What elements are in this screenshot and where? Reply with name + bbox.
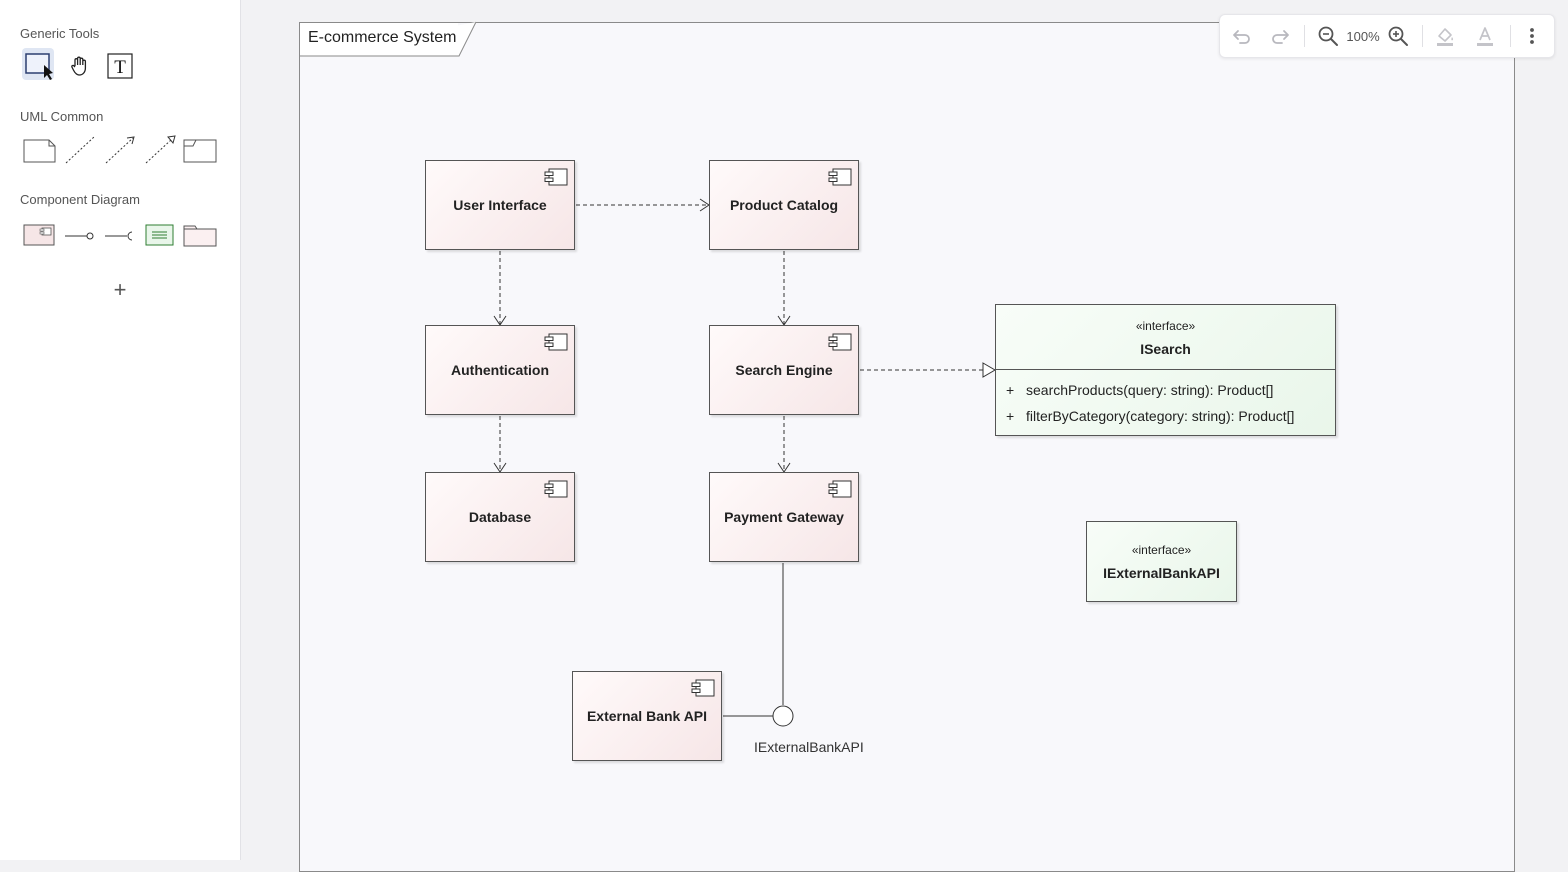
system-frame[interactable] bbox=[299, 22, 1515, 872]
toolbar-separator bbox=[1304, 25, 1305, 47]
interface-stereotype: «interface» bbox=[1131, 543, 1192, 557]
component-icon bbox=[544, 333, 568, 351]
method-signature: searchProducts(query: string): Product[] bbox=[1026, 382, 1274, 398]
interface-class-icon bbox=[145, 224, 174, 246]
component-icon bbox=[544, 168, 568, 186]
component-label: Search Engine bbox=[735, 362, 833, 378]
zoom-in-icon bbox=[1388, 26, 1408, 46]
zoom-level-text: 100% bbox=[1346, 28, 1380, 44]
component-label: External Bank API bbox=[586, 708, 708, 724]
font-color-button[interactable] bbox=[1473, 24, 1497, 48]
frame-title-tab bbox=[299, 21, 477, 57]
redo-button[interactable] bbox=[1268, 24, 1292, 48]
section-title-generic-tools: Generic Tools bbox=[20, 26, 100, 41]
component-icon bbox=[828, 168, 852, 186]
more-options-button[interactable] bbox=[1520, 24, 1544, 48]
zoom-out-button[interactable] bbox=[1316, 24, 1340, 48]
component-payment-gateway[interactable]: Payment Gateway bbox=[709, 472, 859, 562]
text-tool[interactable]: T bbox=[104, 50, 136, 82]
required-interface-tool[interactable] bbox=[104, 218, 136, 250]
association-arrow-icon bbox=[145, 135, 176, 164]
canvas-toolbar: 100% bbox=[1219, 14, 1555, 58]
dependency-tool[interactable] bbox=[104, 134, 136, 166]
zoom-level[interactable]: 100% bbox=[1344, 24, 1382, 48]
interface-name: ISearch bbox=[1140, 341, 1191, 357]
frame-title: E-commerce System bbox=[308, 29, 457, 46]
package-icon bbox=[183, 139, 217, 163]
dotted-line-icon bbox=[65, 136, 95, 164]
method-visibility: + bbox=[1006, 382, 1015, 398]
interface-method[interactable]: + filterByCategory(category: string): Pro… bbox=[1006, 408, 1294, 424]
line-tool[interactable] bbox=[64, 134, 96, 166]
svg-text:T: T bbox=[114, 57, 126, 78]
component-database[interactable]: Database bbox=[425, 472, 575, 562]
note-tool[interactable] bbox=[23, 134, 56, 166]
interface-tool[interactable] bbox=[144, 218, 176, 250]
toolbar-separator bbox=[1422, 25, 1423, 47]
interface-isearch[interactable]: «interface» ISearch + searchProducts(quer… bbox=[995, 304, 1336, 436]
fill-color-button[interactable] bbox=[1433, 24, 1457, 48]
component-label: Database bbox=[468, 509, 532, 525]
undo-button[interactable] bbox=[1230, 24, 1254, 48]
component-icon bbox=[544, 480, 568, 498]
provided-interface-tool[interactable] bbox=[64, 218, 96, 250]
hand-tool[interactable] bbox=[64, 50, 96, 82]
hand-icon bbox=[71, 56, 87, 76]
interface-iexternalbankapi[interactable]: «interface» IExternalBankAPI bbox=[1086, 521, 1237, 602]
component-label: Authentication bbox=[451, 362, 549, 378]
component-label: Payment Gateway bbox=[724, 509, 844, 525]
tool-palette: Generic Tools T UML Common bbox=[0, 0, 241, 860]
interface-name: IExternalBankAPI bbox=[1103, 565, 1220, 581]
component-user-interface[interactable]: User Interface bbox=[425, 160, 575, 250]
component-search-engine[interactable]: Search Engine bbox=[709, 325, 859, 415]
component-product-catalog[interactable]: Product Catalog bbox=[709, 160, 859, 250]
interface-divider bbox=[996, 369, 1335, 370]
interface-method[interactable]: + searchProducts(query: string): Product[… bbox=[1006, 382, 1273, 398]
socket-icon bbox=[105, 231, 133, 241]
component-package-tool[interactable] bbox=[183, 218, 217, 250]
component-icon bbox=[691, 679, 715, 697]
interface-stereotype: «interface» bbox=[1135, 319, 1196, 333]
undo-icon bbox=[1233, 30, 1250, 44]
selection-tool-icon bbox=[25, 53, 53, 80]
component-authentication[interactable]: Authentication bbox=[425, 325, 575, 415]
component-icon bbox=[23, 224, 55, 246]
lollipop-label: IExternalBankAPI bbox=[754, 739, 864, 755]
section-title-uml-common: UML Common bbox=[20, 109, 104, 124]
association-tool[interactable] bbox=[144, 134, 176, 166]
component-label: User Interface bbox=[453, 197, 547, 213]
method-signature: filterByCategory(category: string): Prod… bbox=[1026, 408, 1295, 424]
lollipop-icon bbox=[65, 232, 94, 240]
selection-tool[interactable] bbox=[22, 48, 54, 80]
note-icon bbox=[23, 139, 56, 163]
dependency-arrow-icon bbox=[105, 136, 135, 164]
add-palette-button[interactable]: + bbox=[113, 277, 127, 302]
zoom-out-icon bbox=[1318, 26, 1338, 46]
component-label: Product Catalog bbox=[729, 197, 839, 213]
toolbar-separator bbox=[1510, 25, 1511, 47]
component-icon bbox=[828, 333, 852, 351]
component-external-bank-api[interactable]: External Bank API bbox=[572, 671, 722, 761]
fill-color-icon bbox=[1437, 28, 1454, 46]
method-visibility: + bbox=[1006, 408, 1015, 424]
text-tool-icon: T bbox=[107, 53, 133, 79]
section-title-component-diagram: Component Diagram bbox=[20, 192, 140, 207]
package-tool[interactable] bbox=[183, 134, 217, 166]
redo-icon bbox=[1272, 30, 1289, 44]
zoom-in-button[interactable] bbox=[1386, 24, 1410, 48]
component-tool[interactable] bbox=[23, 218, 56, 250]
font-color-icon bbox=[1477, 27, 1493, 46]
more-icon bbox=[1530, 28, 1534, 44]
folder-icon bbox=[183, 225, 217, 247]
component-icon bbox=[828, 480, 852, 498]
